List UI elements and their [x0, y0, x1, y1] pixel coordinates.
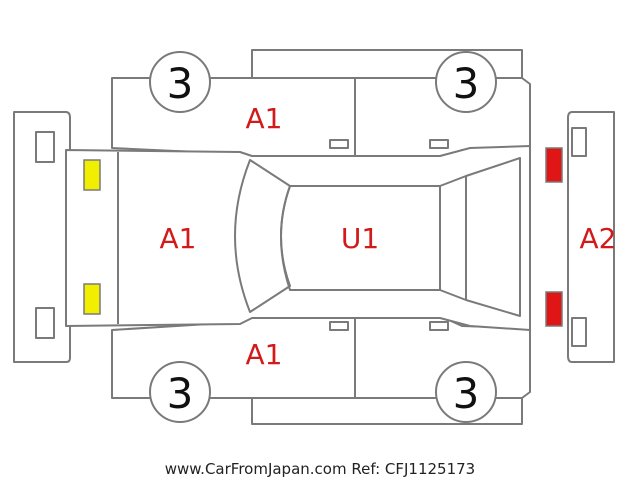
car-body-top: [65, 145, 531, 331]
mark-rear-bumper: A2: [580, 222, 617, 255]
rear-light-upper: [545, 147, 563, 183]
wheel-rear-right-score: 3: [453, 369, 480, 418]
wheel-front-left-score: 3: [167, 59, 194, 108]
rear-bumper: [567, 111, 615, 363]
mark-roof: U1: [341, 222, 379, 255]
wheel-rear-left: 3: [435, 51, 497, 113]
rear-light-lower: [545, 291, 563, 327]
mark-upper-side: A1: [246, 102, 283, 135]
front-bumper: [13, 111, 71, 363]
upper-side-panel: [111, 49, 531, 161]
wheel-front-right: 3: [149, 361, 211, 423]
front-light-lower: [83, 283, 101, 315]
wheel-rear-left-score: 3: [453, 59, 480, 108]
wheel-rear-right: 3: [435, 361, 497, 423]
wheel-front-left: 3: [149, 51, 211, 113]
footer-reference: www.CarFromJapan.com Ref: CFJ1125173: [165, 460, 475, 478]
wheel-front-right-score: 3: [167, 369, 194, 418]
mark-hood: A1: [160, 222, 197, 255]
mark-lower-side: A1: [246, 338, 283, 371]
front-light-upper: [83, 159, 101, 191]
